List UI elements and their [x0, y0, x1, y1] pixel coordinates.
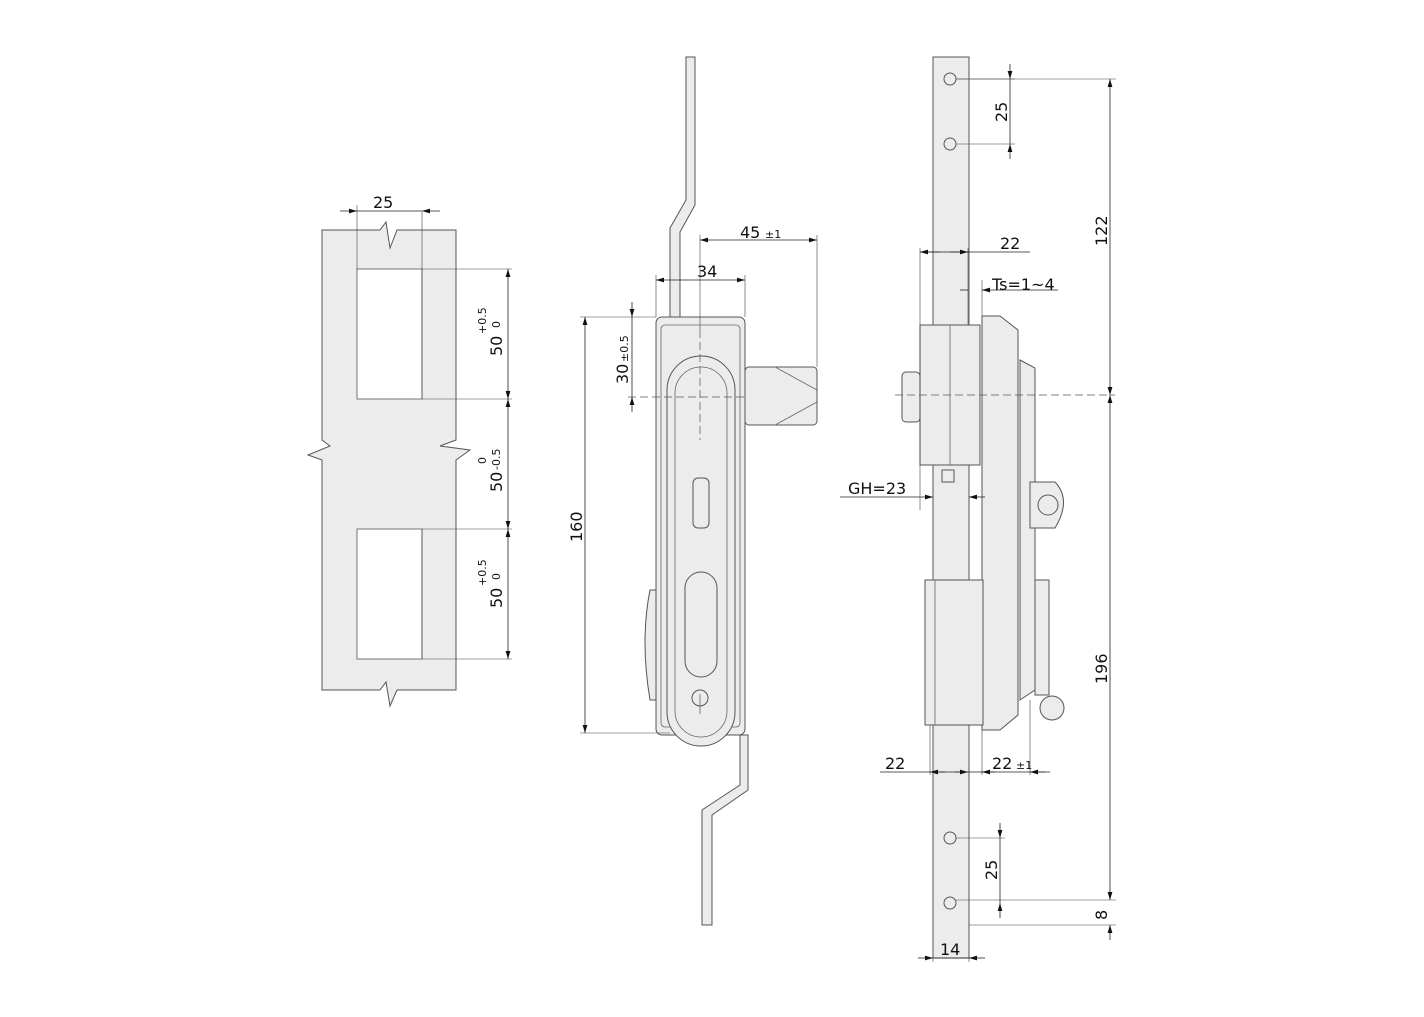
dim-cutout-width: 25: [373, 193, 393, 212]
dim-latch-reach: 45: [740, 223, 760, 242]
upper-rod: [669, 56, 696, 319]
svg-text:±0.5: ±0.5: [618, 335, 631, 362]
svg-text:0: 0: [476, 457, 489, 464]
handle-button: [692, 477, 710, 529]
dim-window-bottom: 50: [487, 588, 506, 608]
svg-text:+0.5: +0.5: [476, 307, 489, 334]
dim-ts: Ts=1~4: [991, 275, 1055, 294]
dim-hole-pitch-bottom: 25: [982, 860, 1001, 880]
svg-text:+0.5: +0.5: [476, 559, 489, 586]
svg-text:±1: ±1: [1016, 759, 1032, 772]
dim-end-offset: 8: [1092, 910, 1111, 920]
svg-text:-0.5: -0.5: [490, 449, 503, 470]
dim-body-width: 34: [697, 262, 717, 281]
dim-body-height: 160: [567, 511, 586, 542]
dim-gh: GH=23: [848, 479, 906, 498]
cutout-window-bottom: [356, 528, 423, 660]
panel-cutout-view: 25 50 +0.5 0 50 0 -0.5 50 +0.5 0: [306, 193, 512, 708]
svg-text:0: 0: [490, 573, 503, 580]
dim-bottom-depth-right: 22: [992, 754, 1012, 773]
latch-tongue: [744, 366, 818, 426]
dim-strip-width: 14: [940, 940, 960, 959]
key-slot: [684, 571, 718, 678]
dim-center-offset: 30: [613, 364, 632, 384]
dim-top-length: 122: [1092, 215, 1111, 246]
svg-text:0: 0: [490, 321, 503, 328]
dim-window-top: 50: [487, 336, 506, 356]
dim-window-gap: 50: [487, 472, 506, 492]
dim-bottom-length: 196: [1092, 653, 1111, 684]
cam-nut: [901, 371, 921, 423]
svg-text:±1: ±1: [765, 228, 781, 241]
lower-housing: [924, 579, 984, 726]
cutout-window-top: [356, 268, 423, 400]
mounting-holes: [943, 72, 957, 910]
mounting-strip: [932, 56, 970, 959]
dim-top-depth: 22: [1000, 234, 1020, 253]
handle: [666, 355, 736, 747]
lower-rod: [701, 734, 749, 926]
cover: [981, 315, 1019, 731]
lock-front-view: 45 ±1 34 30 ±0.5 160: [567, 56, 818, 926]
lock-side-view: 25 122 196 8 22 Ts=1~4 GH=23 22 22 ±1 25…: [840, 56, 1116, 962]
dim-hole-pitch-top: 25: [992, 102, 1011, 122]
dim-bottom-depth-left: 22: [885, 754, 905, 773]
